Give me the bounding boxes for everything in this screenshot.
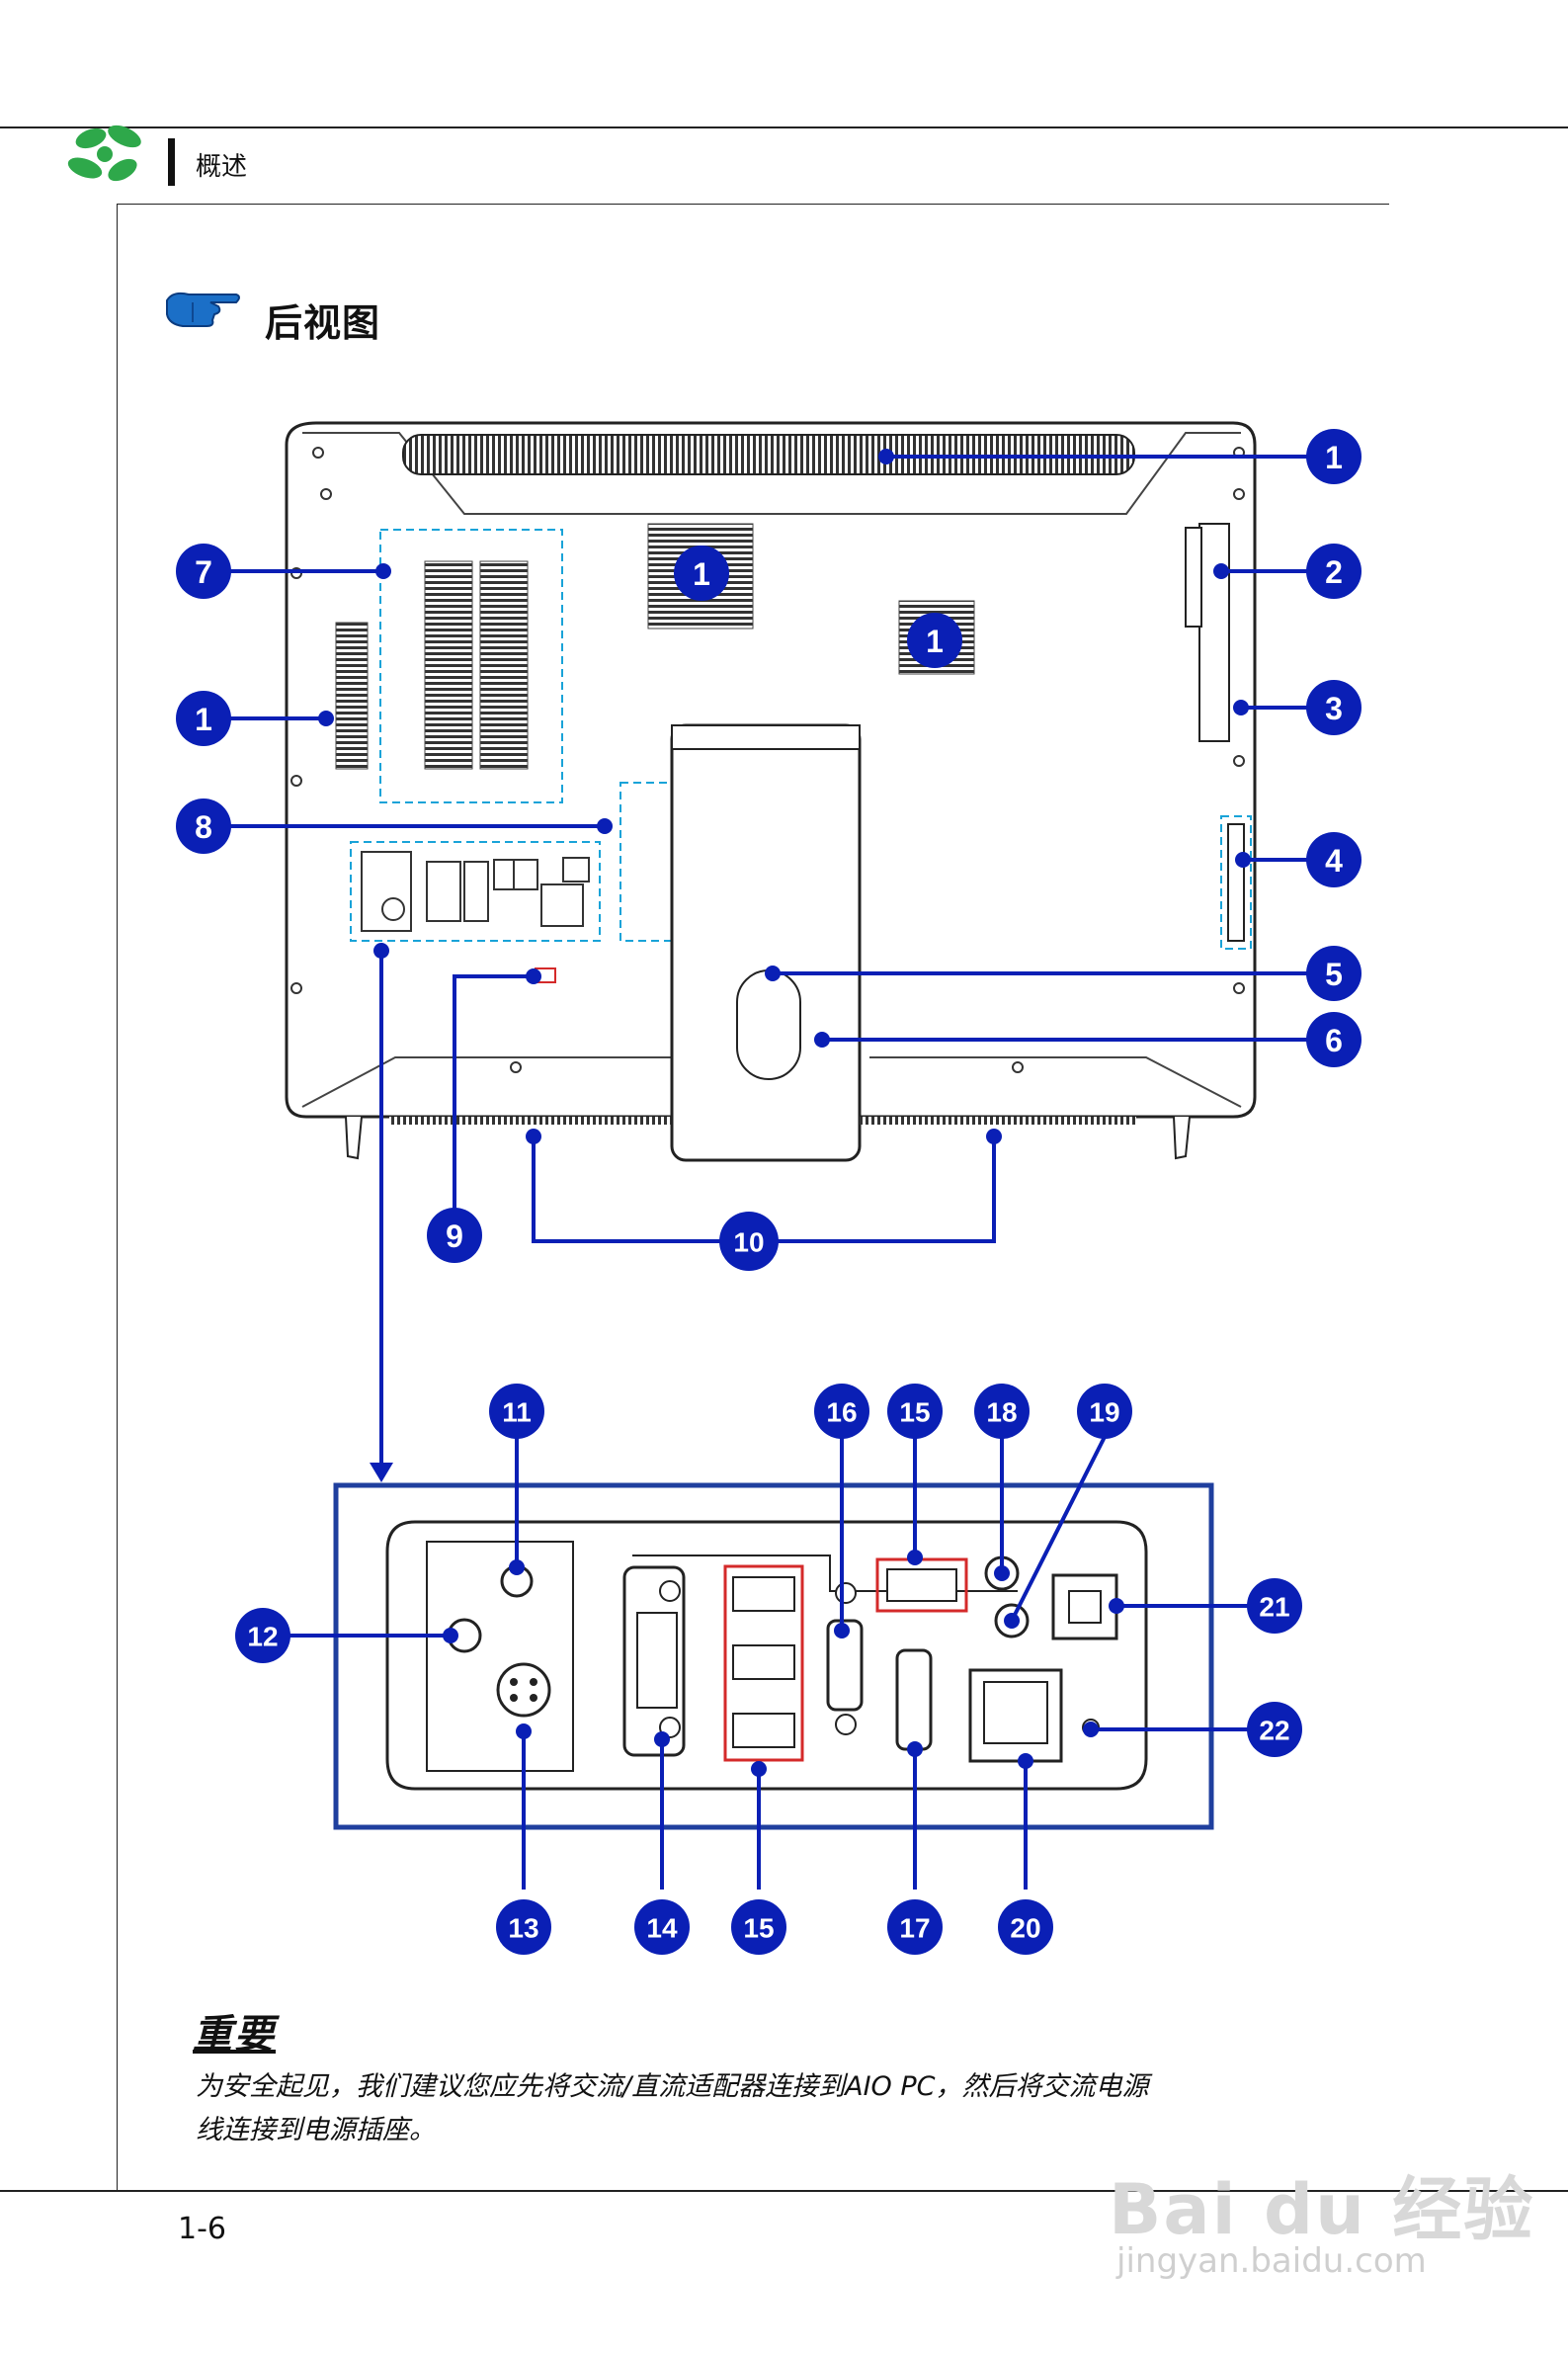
callout-3: 3 (1325, 691, 1343, 726)
important-line-1: 为安全起见，我们建议您应先将交流/直流适配器连接到AIO PC，然后将交流电源 (196, 2071, 1149, 2102)
callout-11: 11 (502, 1397, 532, 1428)
callout-14: 14 (646, 1913, 678, 1944)
callout-12: 12 (247, 1622, 278, 1652)
important-line-2: 线连接到电源插座。 (196, 2115, 436, 2145)
pointing-hand-icon (166, 292, 240, 327)
header-bar-mark (168, 138, 175, 186)
header-rule-2 (117, 204, 1389, 205)
watermark-url: jingyan.baidu.com (1116, 2241, 1427, 2281)
callout-15b: 15 (899, 1397, 930, 1428)
section-title: 概述 (196, 152, 248, 182)
callout-13: 13 (508, 1913, 538, 1944)
callout-21: 21 (1259, 1592, 1289, 1623)
subtitle: 后视图 (265, 301, 381, 345)
callout-1b: 1 (195, 702, 212, 737)
callout-18: 18 (986, 1397, 1017, 1428)
callout-9: 9 (446, 1219, 463, 1254)
callout-6: 6 (1325, 1023, 1343, 1058)
callout-15a: 15 (743, 1913, 774, 1944)
left-margin-rule (117, 204, 118, 2190)
footer-rule (0, 2190, 1568, 2192)
header-rule (0, 126, 1568, 128)
callout-17: 17 (899, 1913, 930, 1944)
callout-16: 16 (826, 1397, 857, 1428)
callout-5: 5 (1325, 957, 1343, 992)
msi-logo (67, 125, 141, 182)
callout-7: 7 (195, 554, 212, 590)
callout-1c: 1 (693, 556, 710, 592)
callout-4: 4 (1325, 843, 1343, 879)
callout-20: 20 (1010, 1913, 1040, 1944)
page-number: 1-6 (178, 2212, 226, 2246)
io-panel-detail (385, 1520, 1148, 1791)
watermark-brand: Bai du 经验 (1109, 2169, 1535, 2250)
callout-1d: 1 (926, 624, 944, 659)
callout-2: 2 (1325, 554, 1343, 590)
callout-1a: 1 (1325, 440, 1343, 475)
callout-10: 10 (733, 1227, 764, 1258)
callout-19: 19 (1089, 1397, 1119, 1428)
callout-22: 22 (1259, 1716, 1289, 1746)
important-title: 重要 (193, 2012, 276, 2058)
callout-8: 8 (195, 809, 212, 845)
monitor-back-panel (285, 421, 1257, 1162)
